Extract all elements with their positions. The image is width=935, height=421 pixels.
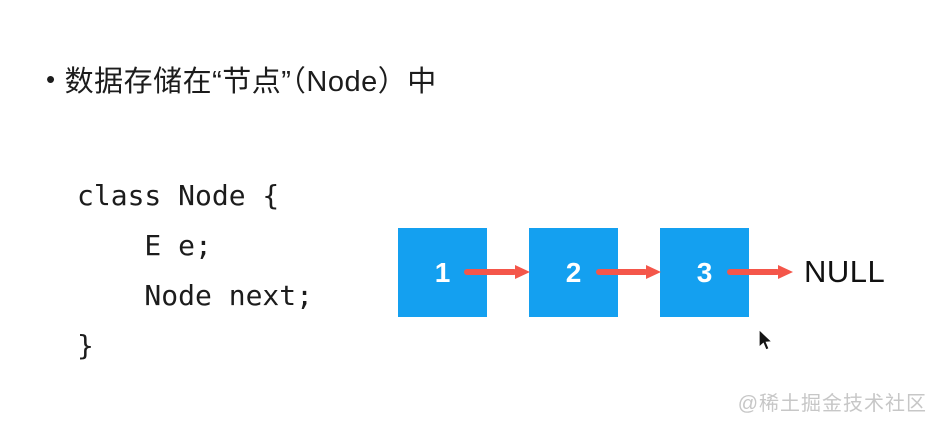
null-label: NULL [804,254,886,289]
node-value: 2 [565,256,582,288]
watermark: @稀土掘金技术社区 [737,393,927,415]
mouse-cursor-icon [758,329,774,351]
arrow-head [778,265,793,279]
next-pointer-arrow-1 [464,265,530,279]
arrow-shaft [727,269,780,275]
arrow-shaft [464,269,517,275]
arrow-shaft [596,269,648,275]
arrow-head [646,265,661,279]
slide-title-text: 数据存储在“节点”（Node）中 [64,66,437,98]
next-pointer-arrow-3 [727,265,793,279]
node-value: 1 [434,256,451,288]
node-value: 3 [696,256,713,288]
code-snippet: class Node { E e; Node next; } [77,171,313,371]
code-line: class Node { [77,179,280,212]
code-line: } [77,329,94,362]
next-pointer-arrow-2 [596,265,661,279]
bullet-icon: • [46,64,56,94]
arrow-head [515,265,530,279]
code-line: E e; [77,229,212,262]
code-line: Node next; [77,279,314,312]
slide-title: • 数据存储在“节点”（Node）中 [46,58,437,100]
